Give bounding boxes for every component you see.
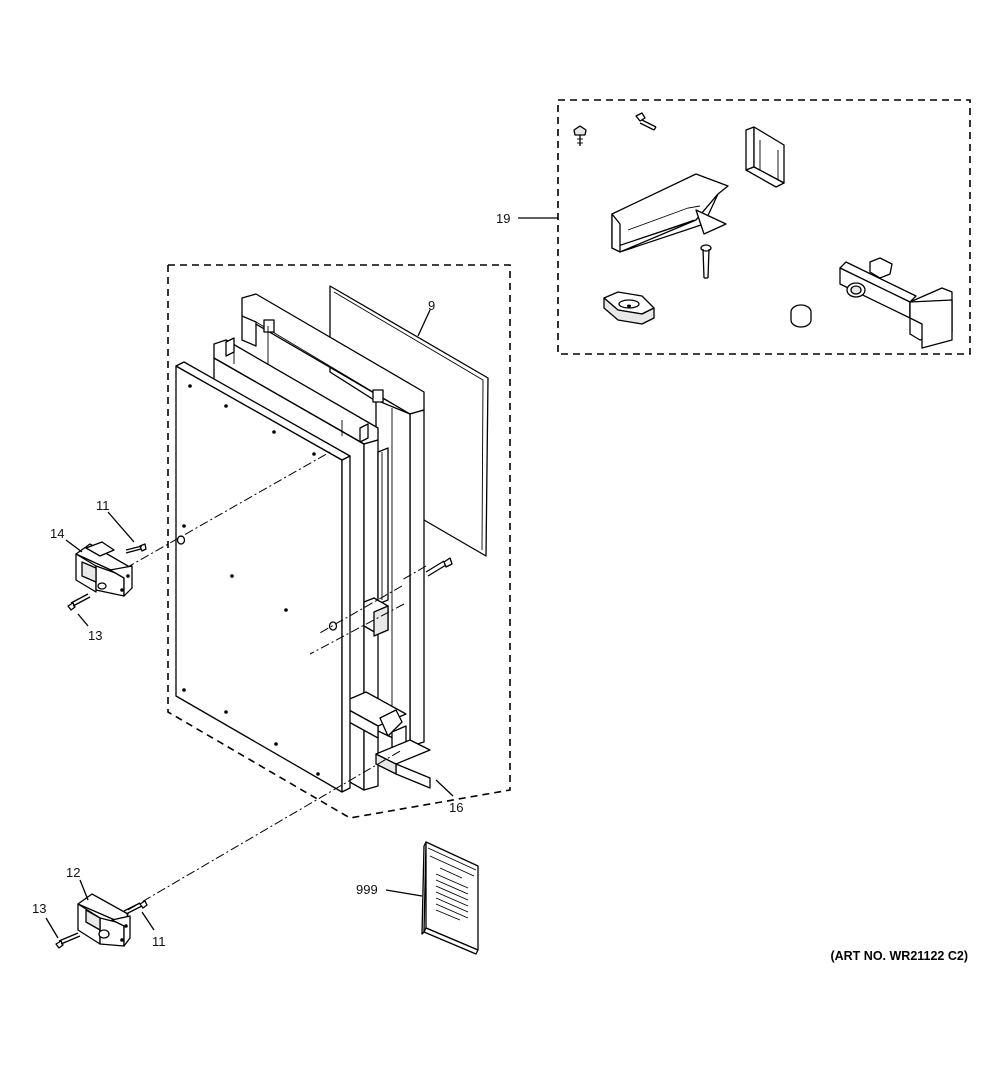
upper-hinge-screw-13 (67, 593, 91, 611)
door-assembly-boundary (167, 264, 511, 819)
leader-13-upper (77, 613, 89, 627)
door-side-screw (425, 557, 453, 577)
lower-hinge-screw-13 (55, 932, 81, 949)
kit-hex-nut (603, 291, 655, 325)
manual-999-group: 999 (356, 841, 479, 955)
upper-hinge-screw-11 (125, 543, 147, 554)
leader-12 (79, 879, 89, 901)
leader-11-lower (141, 911, 155, 931)
upper-hinge (75, 541, 133, 597)
kit-long-pin (700, 244, 712, 279)
kit-19-group: 19 (496, 99, 971, 355)
assembly-lines (125, 451, 427, 911)
lower-hinge-group: 12 13 11 (32, 865, 166, 949)
kit-screw-small (573, 125, 587, 146)
kit-round-cap (790, 304, 812, 328)
door-front-panel (175, 361, 351, 793)
leader-999 (385, 889, 423, 897)
callout-9: 9 (428, 298, 435, 313)
leader-11-upper (107, 511, 135, 543)
art-number: (ART NO. WR21122 C2) (830, 949, 968, 963)
owner-manual (421, 841, 479, 955)
lower-hinge-screw-11 (123, 900, 148, 915)
kit-19-boundary (557, 99, 971, 355)
callout-999: 999 (356, 882, 378, 897)
lower-hinge (77, 893, 131, 947)
callout-14: 14 (50, 526, 64, 541)
callout-16: 16 (449, 800, 463, 815)
callout-19: 19 (496, 211, 510, 226)
kit-cam-bracket (839, 257, 953, 349)
upper-hinge-group: 11 14 13 (50, 498, 147, 643)
door-assembly-group: 16 9 (167, 264, 511, 819)
leader-14 (65, 539, 83, 553)
callout-13-lower: 13 (32, 901, 46, 916)
leader-13-lower (45, 917, 59, 939)
callout-11-lower: 11 (152, 934, 166, 949)
callout-12: 12 (66, 865, 80, 880)
leader-16 (435, 779, 454, 797)
leader-9 (417, 309, 431, 337)
kit-clip-bracket (745, 126, 785, 188)
callout-11-upper: 11 (96, 498, 110, 513)
callout-13-upper: 13 (88, 628, 102, 643)
kit-pin-screw (635, 112, 657, 131)
kit-hinge-arm (611, 173, 729, 253)
